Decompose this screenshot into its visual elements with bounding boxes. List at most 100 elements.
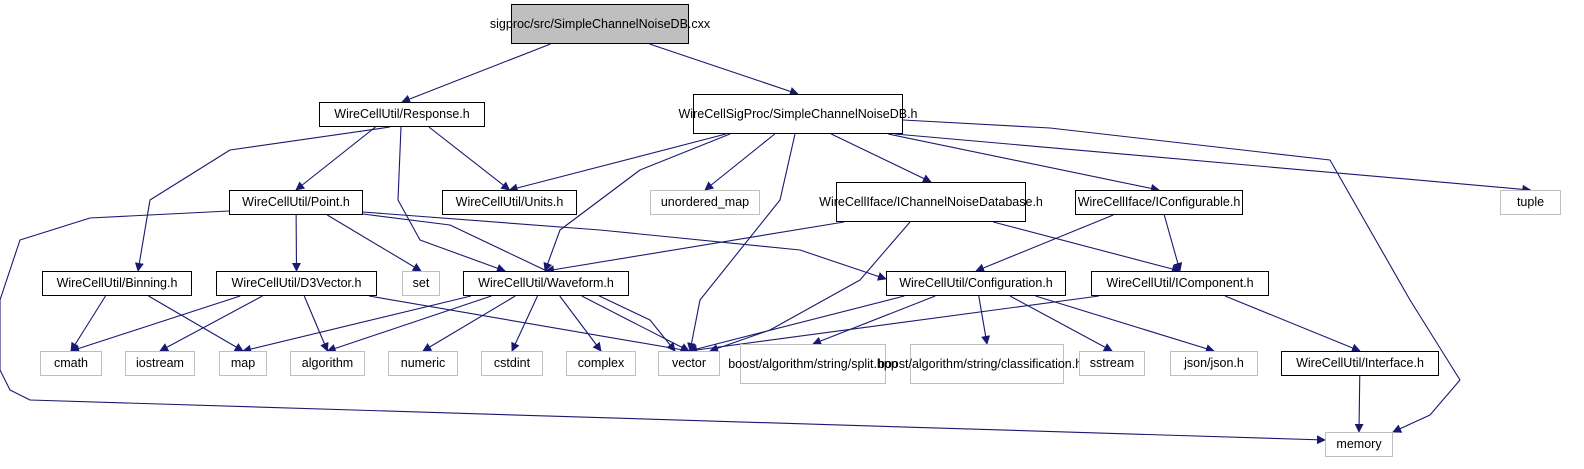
edge-binning-to-cmath [70,295,106,352]
node-label: WireCellUtil/D3Vector.h [231,276,362,290]
node-response-h[interactable]: WireCellUtil/Response.h [319,102,485,127]
node-complex: complex [566,351,636,376]
node-label: WireCellIface/IChannelNoise [819,194,979,209]
node-label: boost/algorithm/string [728,356,848,371]
edge-response-to-units [428,126,511,191]
node-label: memory [1336,437,1382,451]
edge-root-to-response [401,43,551,104]
node-classification-hpp: boost/algorithm/string/classification.hp… [878,344,1096,384]
node-cmath: cmath [40,351,102,376]
node-label: Database.h [978,194,1043,209]
edge-waveform-to-algorithm [326,295,492,353]
edge-interface-to-memory [1354,375,1364,433]
node-configuration-h[interactable]: WireCellUtil/Configuration.h [886,271,1066,296]
node-split-hpp: boost/algorithm/string/split.hpp [728,344,898,384]
node-interface-h[interactable]: WireCellUtil/Interface.h [1281,351,1439,376]
node-point-h[interactable]: WireCellUtil/Point.h [229,190,363,215]
edge-root-to-scndb [649,43,799,96]
node-label: algorithm [301,356,354,370]
node-label: NoiseDB.h [857,106,918,121]
node-label: WireCellIface/IConfigurable.h [1077,195,1241,209]
node-binning-h[interactable]: WireCellUtil/Binning.h [42,271,192,296]
edge-scndb-to-tuple [894,133,1532,194]
node-label: WireCellUtil/Waveform.h [478,276,614,290]
node-label: WireCellSigProc/SimpleChannel [678,106,858,121]
edge-iconfigurable-to-icomponent [1163,214,1183,272]
node-label: sstream [1089,356,1135,370]
node-numeric: numeric [388,351,458,376]
edge-point-to-memory [0,210,1326,445]
node-sstream: sstream [1079,351,1145,376]
edge-ichannel-to-waveform [545,221,845,275]
edge-icomponent-to-vector [688,295,1100,355]
edge-waveform-to-cstdint [511,295,538,352]
node-units-h[interactable]: WireCellUtil/Units.h [442,190,577,215]
edge-configuration-to-json [1035,295,1215,353]
node-tuple: tuple [1500,190,1561,215]
edge-point-to-configuration [362,211,887,281]
edge-ichannel-to-vector [709,221,911,353]
node-d3vector-h[interactable]: WireCellUtil/D3Vector.h [216,271,377,296]
node-label: vector [671,356,707,370]
node-label: set [412,276,430,290]
node-label: WireCellUtil/Units.h [455,195,564,209]
node-label: WireCellUtil/Interface.h [1296,356,1424,370]
node-iostream: iostream [125,351,195,376]
edge-d3vector-to-cmath [70,295,241,353]
node-label: WireCellUtil/Configuration.h [899,276,1053,290]
edge-d3vector-to-iostream [159,295,263,352]
edge-configuration-to-vector [688,295,905,354]
node-label: cstdint [493,356,531,370]
node-label: WireCellUtil/Binning.h [56,276,178,290]
node-label: WireCellUtil/Response.h [334,107,470,121]
node-label: cmath [53,356,89,370]
edge-scndb-to-vector [687,133,796,352]
edge-scndb-to-memory [902,119,1461,433]
node-cstdint: cstdint [481,351,543,376]
node-label: numeric [400,356,446,370]
edge-waveform-to-complex [559,295,602,352]
node-memory: memory [1325,432,1393,457]
edge-response-to-point [295,126,376,191]
node-label: tuple [1516,195,1545,209]
node-json-h: json/json.h [1170,351,1258,376]
node-map: map [219,351,267,376]
edge-point-to-set [326,214,422,272]
node-label: NoiseDB.cxx [638,16,711,31]
edge-icomponent-to-interface [1224,295,1361,353]
node-label: /classification.hpp [997,356,1097,371]
node-label: map [230,356,256,370]
node-label: complex [577,356,625,370]
node-label: json/json.h [1184,356,1244,370]
node-icomponent-h[interactable]: WireCellUtil/IComponent.h [1091,271,1269,296]
edge-scndb-to-iconfigurable [888,133,1160,193]
node-set: set [402,271,440,296]
node-unordered-map: unordered_map [650,190,760,215]
edge-configuration-to-split [812,295,936,346]
node-waveform-h[interactable]: WireCellUtil/Waveform.h [463,271,629,296]
edge-iconfigurable-to-configuration [975,214,1114,273]
node-vector: vector [658,351,720,376]
edge-binning-to-map [148,295,244,352]
edge-scndb-to-units [508,133,727,193]
node-label: sigproc/src/SimpleChannel [489,16,639,31]
node-label: /split.hpp [847,356,898,371]
node-label: boost/algorithm/string [877,356,998,371]
edge-scndb-to-ichannel [831,133,932,183]
edge-scndb-to-waveform [543,133,731,272]
node-iconfigurable-h[interactable]: WireCellIface/IConfigurable.h [1075,190,1243,215]
edge-response-to-binning [134,126,391,272]
edge-configuration-to-classification [978,295,991,345]
node-label: iostream [136,356,184,370]
edge-waveform-to-map [242,295,472,354]
edge-d3vector-to-algorithm [303,295,329,352]
node-label: unordered_map [660,195,750,209]
edge-scndb-to-unordered_map [704,133,776,191]
edge-ichannel-to-icomponent [993,221,1181,274]
node-algorithm: algorithm [290,351,365,376]
